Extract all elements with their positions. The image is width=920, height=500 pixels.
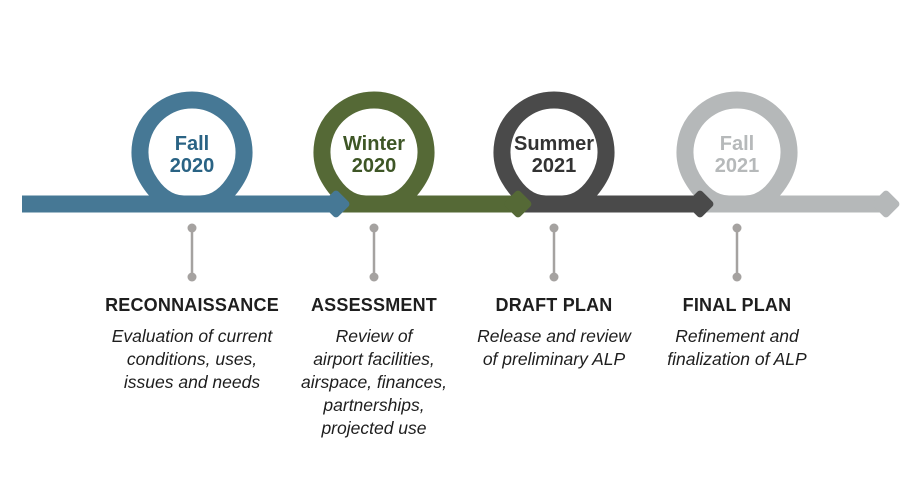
connector-dot-top bbox=[549, 223, 559, 233]
description-line: airport facilities, bbox=[313, 349, 435, 369]
phase-block-draft-plan: DRAFT PLAN Release and review of prelimi… bbox=[448, 295, 660, 371]
period-label-draft-plan: Summer 2021 bbox=[514, 133, 594, 177]
timeline-graphic: Fall 2020 Winter 2020 Summer 2021 Fall 2… bbox=[22, 91, 900, 282]
phase-description: Refinement and finalization of ALP bbox=[631, 325, 843, 371]
description-line: partnerships, bbox=[323, 395, 425, 415]
phase-block-reconnaissance: RECONNAISSANCE Evaluation of current con… bbox=[86, 295, 298, 394]
description-line: Release and review bbox=[477, 326, 631, 346]
period-year-text: 2021 bbox=[532, 155, 577, 177]
description-line: conditions, uses, bbox=[126, 349, 258, 369]
loop-draft-plan bbox=[484, 91, 700, 213]
period-season-text: Fall bbox=[175, 133, 209, 155]
phase-title: ASSESSMENT bbox=[310, 295, 438, 315]
period-season-text: Winter bbox=[343, 133, 405, 155]
description-line: projected use bbox=[321, 418, 427, 438]
connector-dot-top bbox=[369, 223, 379, 233]
description-line: Evaluation of current bbox=[111, 326, 273, 346]
description-line: Refinement and bbox=[675, 326, 799, 346]
connector-dot-top bbox=[732, 223, 742, 233]
connector-dot-bottom bbox=[732, 272, 742, 282]
period-year-text: 2020 bbox=[170, 155, 215, 177]
arrowhead-assessment-icon bbox=[504, 190, 532, 218]
period-label-assessment: Winter 2020 bbox=[343, 133, 405, 177]
description-line: issues and needs bbox=[123, 372, 261, 392]
period-season-text: Fall bbox=[720, 133, 754, 155]
connector-dot-bottom bbox=[187, 272, 197, 282]
arrowhead-final-icon bbox=[872, 190, 900, 218]
arrowhead-draft-plan-icon bbox=[686, 190, 714, 218]
connector-draft-plan bbox=[549, 223, 559, 282]
period-label-final-plan: Fall 2021 bbox=[715, 133, 760, 177]
description-line: of preliminary ALP bbox=[482, 349, 626, 369]
phase-description: Release and review of preliminary ALP bbox=[448, 325, 660, 371]
loop-assessment bbox=[304, 91, 518, 213]
period-season-text: Summer bbox=[514, 133, 594, 155]
phase-description: Review of airport facilities, airspace, … bbox=[268, 325, 480, 440]
phase-block-final-plan: FINAL PLAN Refinement and finalization o… bbox=[631, 295, 843, 371]
connector-final-plan bbox=[732, 223, 742, 282]
connector-reconnaissance bbox=[187, 223, 197, 282]
phase-description: Evaluation of current conditions, uses, … bbox=[86, 325, 298, 394]
phase-title: DRAFT PLAN bbox=[495, 295, 613, 315]
loop-reconnaissance bbox=[22, 91, 336, 213]
phase-title: FINAL PLAN bbox=[682, 295, 792, 315]
phase-block-assessment: ASSESSMENT Review of airport facilities,… bbox=[268, 295, 480, 440]
connector-assessment bbox=[369, 223, 379, 282]
loop-final-plan bbox=[667, 91, 886, 213]
connector-dot-bottom bbox=[549, 272, 559, 282]
description-line: airspace, finances, bbox=[301, 372, 447, 392]
phase-title: RECONNAISSANCE bbox=[105, 295, 279, 315]
arrowhead-reconnaissance-icon bbox=[322, 190, 350, 218]
connector-dot-bottom bbox=[369, 272, 379, 282]
period-year-text: 2020 bbox=[352, 155, 397, 177]
period-year-text: 2021 bbox=[715, 155, 760, 177]
description-line: Review of bbox=[335, 326, 413, 346]
period-label-reconnaissance: Fall 2020 bbox=[170, 133, 215, 177]
description-line: finalization of ALP bbox=[667, 349, 807, 369]
connector-dot-top bbox=[187, 223, 197, 233]
